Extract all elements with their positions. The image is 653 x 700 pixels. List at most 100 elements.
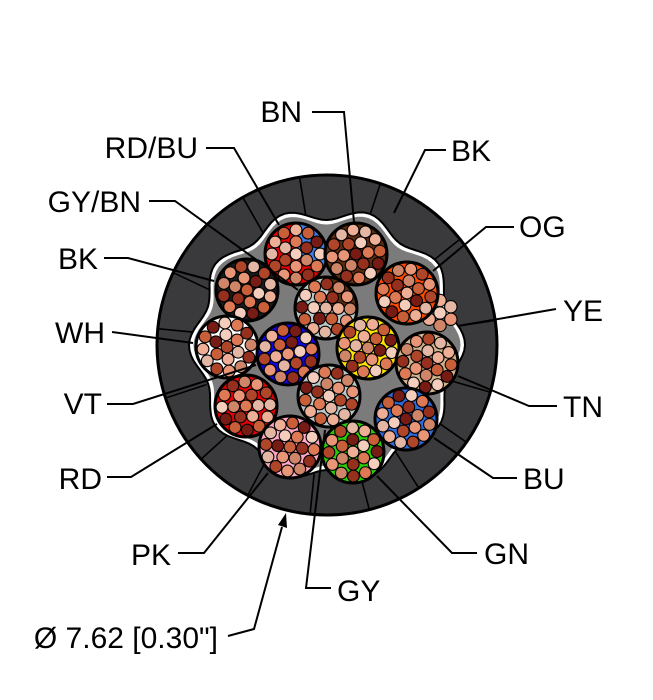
copper-strand [367,457,381,471]
copper-strand [422,405,436,419]
copper-strand [366,317,380,331]
copper-strand [223,266,237,280]
copper-strand [338,349,352,363]
copper-strand [228,421,242,434]
copper-strand [381,396,395,410]
label-bk-conductor: BK [58,243,98,276]
copper-strand [240,283,254,297]
copper-strand [230,333,244,347]
copper-strand [440,370,454,383]
copper-strand [332,281,346,295]
label-bn: BN [260,96,302,129]
copper-strand [227,400,241,414]
copper-strand [383,430,397,444]
copper-strand [318,365,332,379]
conductor-rd [213,373,279,439]
conductor-outline [255,321,321,387]
copper-strand [320,377,334,391]
copper-strand [264,426,277,440]
copper-strand [289,223,303,237]
conductor-og [374,260,440,326]
copper-strand [268,235,282,249]
copper-strand [406,435,420,449]
copper-strand [404,262,418,276]
leader-line-gn [376,475,477,554]
copper-strand [304,354,318,368]
copper-strand [218,388,231,402]
conductor-outline [293,275,359,341]
copper-strand [259,386,273,400]
copper-strand [226,379,240,393]
jacket-segment-line [173,272,213,292]
copper-strand [331,381,345,395]
copper-strand [257,266,271,280]
copper-strand [277,359,291,373]
copper-strand [263,277,277,291]
copper-strand [318,325,332,339]
label-vt: VT [64,388,102,421]
copper-strand [310,235,324,249]
copper-strand [281,464,294,478]
copper-strand [394,436,408,449]
copper-strand [301,226,315,240]
copper-strand [404,389,418,402]
copper-strand [398,298,412,312]
copper-strand [313,397,327,411]
copper-strand [301,268,315,282]
copper-strand [276,323,290,337]
copper-strand [410,294,424,308]
copper-strand [334,393,348,407]
copper-strand [298,312,312,326]
copper-strand [285,335,299,349]
copper-strand [288,324,302,338]
copper-strand [434,336,447,350]
copper-strand [343,325,357,339]
copper-strand [313,311,326,325]
copper-strand [251,398,265,412]
copper-strand [299,331,313,345]
copper-strand [310,259,324,273]
copper-strand [209,335,223,349]
dimension-label: Ø 7.62 [0.30"] [34,622,218,655]
copper-strand [419,368,433,382]
leader-line-bk-conductor [104,257,215,282]
copper-strand [249,275,263,288]
copper-strand [346,457,360,471]
copper-strand [242,350,256,364]
copper-strand [400,343,414,356]
copper-strand [298,393,312,407]
copper-strand [334,466,348,480]
copper-strand [402,400,416,414]
copper-strand [269,350,283,364]
copper-strand [376,419,390,433]
copper-strand [289,271,303,285]
copper-strand [409,334,423,348]
copper-strand [349,339,363,353]
copper-strand [257,352,271,366]
copper-strand [286,371,300,385]
label-rd: RD [59,463,102,496]
dimension-leader-line [227,526,283,637]
copper-strand [433,306,447,320]
leader-line-bk-jacket [393,149,446,214]
copper-strand [198,330,212,344]
copper-strand [303,454,316,468]
copper-strand [353,318,367,332]
copper-strand [369,332,383,346]
copper-strand [219,412,233,426]
leader-line-rd [107,423,218,478]
copper-strand [390,278,404,292]
conductor-tn [394,330,460,396]
copper-strand [271,439,285,453]
copper-strand [322,445,336,459]
copper-strand [387,416,401,430]
copper-strand [277,226,291,240]
label-og: OG [519,211,566,244]
jacket-segment-line [448,379,490,393]
copper-strand [415,267,429,281]
copper-strand [346,469,360,483]
copper-strand [289,247,303,261]
copper-strand [346,223,360,237]
copper-strand [325,433,339,447]
